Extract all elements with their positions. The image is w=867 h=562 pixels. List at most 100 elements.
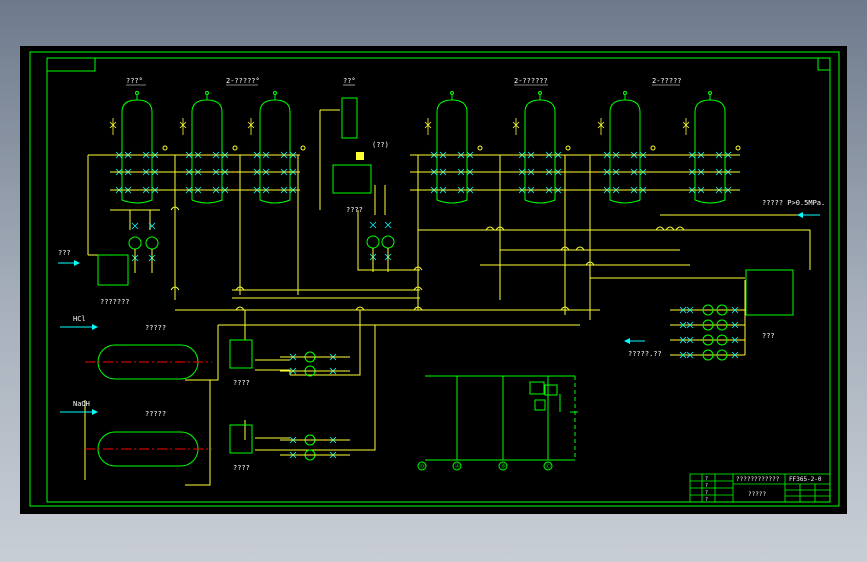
vessel-vent-cap <box>273 91 277 95</box>
vessel-gauge <box>162 145 168 151</box>
group-label-3: ??° <box>343 77 356 85</box>
valve-icon <box>731 336 739 344</box>
pipe-crossover <box>413 306 423 311</box>
vessel-vent-cap <box>450 91 454 95</box>
vessel-body <box>524 99 556 204</box>
pipe-crossover <box>413 286 423 291</box>
hcl-inlet-label: HCl <box>73 315 86 323</box>
vessel-side-valve <box>109 118 117 135</box>
valve-icon <box>686 306 694 314</box>
pipe-crossovers <box>170 206 685 311</box>
outer-frame <box>29 51 840 507</box>
pump-group-label: ???? <box>346 206 363 214</box>
return-inlet-label: ?????.?? <box>628 350 662 358</box>
title-block-row-1: ? <box>705 476 708 482</box>
valve-icon <box>731 306 739 314</box>
hcl-storage: HCl ????? ???? <box>60 315 253 387</box>
valve-icon <box>384 221 392 229</box>
pump-icon <box>716 349 728 361</box>
hcl-measure-label: ???? <box>233 379 250 387</box>
pump-icon <box>702 304 714 316</box>
valve-icon <box>686 351 694 359</box>
title-block-row-4: ? <box>705 497 708 503</box>
feed-tank-label: ??????? <box>100 298 130 306</box>
vessel-vent-cap <box>538 91 542 95</box>
vessel-gauge <box>735 145 741 151</box>
title-block-row-3: ? <box>705 490 708 496</box>
vessel-vent-cap <box>205 91 209 95</box>
group-labels: ???° 2-?????° ??° 2-?????? 2-????? <box>126 77 682 85</box>
air-blower-unit: (??) ???? <box>332 97 389 214</box>
valve-icon <box>686 321 694 329</box>
bus-marker-c: Ⓑ <box>501 463 506 470</box>
pumps <box>128 221 395 273</box>
inlet-label-1: ??? <box>58 249 71 257</box>
vessel-6 <box>597 91 656 204</box>
group-label-5: 2-????? <box>652 77 682 85</box>
pipe-crossover <box>235 306 245 311</box>
vessel-body <box>259 99 291 204</box>
bus-marker-b: Ⓐ <box>455 463 460 470</box>
return-inlet: ?????.?? <box>624 338 662 358</box>
pump-icon <box>716 304 728 316</box>
valve-icon <box>731 351 739 359</box>
title-block-project: ???????????? <box>736 476 780 483</box>
vessel-gauge <box>477 145 483 151</box>
pump-icon <box>702 334 714 346</box>
valve-icon <box>148 222 156 230</box>
pipe-crossover <box>675 226 685 231</box>
valve-icon <box>369 221 377 229</box>
chemical-pumps <box>280 304 739 461</box>
vessel-body <box>191 99 223 204</box>
pump-icon <box>716 334 728 346</box>
valve-icon <box>679 321 687 329</box>
group-label-4: 2-?????? <box>514 77 548 85</box>
corner-tab-right <box>817 57 831 71</box>
air-blower-tag: (??) <box>372 141 389 149</box>
vessel-side-valve <box>597 118 605 135</box>
vessel-body <box>694 99 726 204</box>
vessel-4 <box>424 91 483 204</box>
vessel-side-valve <box>512 118 520 135</box>
drawing-sheet <box>20 46 847 514</box>
pipe-crossover <box>485 226 495 231</box>
bus-marker-d: Ⓒ <box>546 463 551 470</box>
vessel-side-valve <box>682 118 690 135</box>
valve-icon <box>679 351 687 359</box>
group-label-1: ???° <box>126 77 143 85</box>
pipe-crossover <box>170 206 180 211</box>
pipe-crossover <box>235 286 245 291</box>
piping-network <box>84 109 815 486</box>
title-block-row-2: ? <box>705 483 708 489</box>
vessel-gauge <box>650 145 656 151</box>
naoh-tank-label: ????? <box>145 410 166 418</box>
valve-icon <box>131 222 139 230</box>
vessel-body <box>609 99 641 204</box>
corner-tab-left <box>46 57 96 72</box>
pipe-crossover <box>170 286 180 291</box>
right-tank-label: ??? <box>762 332 775 340</box>
vessel-vent-cap <box>135 91 139 95</box>
title-block <box>689 473 831 503</box>
vessel-gauge <box>300 145 306 151</box>
valve-icon <box>731 321 739 329</box>
vessel-gauge <box>232 145 238 151</box>
pipe-crossover <box>575 246 585 251</box>
pipe-crossover <box>413 266 423 271</box>
title-block-text: ???????????? FF365-2-0 ????? ? ? ? ? <box>705 476 822 503</box>
right-storage-tank: ??? <box>745 269 794 340</box>
group-label-2: 2-?????° <box>226 77 260 85</box>
vessel-side-valve <box>179 118 187 135</box>
vessel-gauge <box>565 145 571 151</box>
pressure-outlet: ????? P>0.5MPa. <box>762 199 825 218</box>
bus-markers <box>417 461 553 471</box>
vessel-vent-cap <box>623 91 627 95</box>
naoh-storage: NaOH ????? ???? <box>60 400 253 472</box>
title-block-drawing-name: ????? <box>748 491 766 498</box>
title-block-drawing-no: FF365-2-0 <box>789 476 822 483</box>
pipe-crossover <box>495 226 505 231</box>
pipe-crossover <box>655 226 665 231</box>
naoh-measure-label: ???? <box>233 464 250 472</box>
pump-icon <box>702 319 714 331</box>
